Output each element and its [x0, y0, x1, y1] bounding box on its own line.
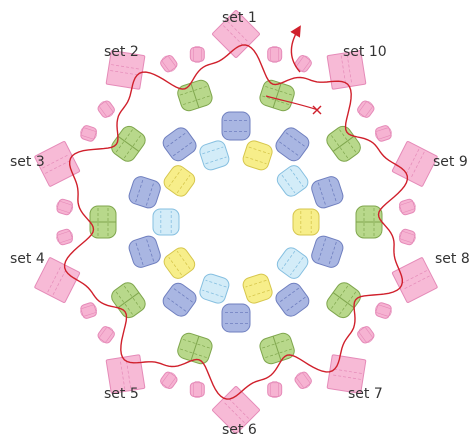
- yellow-cube-bead: [242, 273, 273, 304]
- pink-seed-bead: [294, 55, 312, 73]
- pink-seed-bead: [189, 381, 205, 398]
- green-two-hole-bead: [177, 332, 213, 365]
- beads-layer: [34, 10, 438, 434]
- blue-cube-bead: [221, 111, 251, 141]
- blue-cube-bead: [162, 127, 197, 162]
- set-label-6: set 6: [222, 422, 257, 438]
- pink-diamond-bead: [326, 50, 367, 90]
- green-two-hole-bead: [111, 282, 146, 319]
- green-two-hole-bead: [259, 79, 295, 112]
- pink-seed-bead: [189, 46, 205, 63]
- pink-seed-bead: [375, 125, 392, 142]
- green-two-hole-bead: [89, 205, 117, 239]
- light-blue-cube-bead: [199, 140, 230, 171]
- pink-seed-bead: [267, 381, 283, 398]
- light-blue-cube-bead: [199, 273, 230, 304]
- green-two-hole-bead: [326, 125, 361, 162]
- pink-diamond-bead: [391, 141, 438, 187]
- yellow-cube-bead: [163, 247, 196, 279]
- start-cross-mark: [312, 105, 322, 115]
- pink-seed-bead: [160, 371, 178, 389]
- yellow-cube-bead: [242, 140, 273, 171]
- thread-tail: [265, 95, 319, 111]
- yellow-cube-bead: [163, 165, 196, 197]
- green-two-hole-bead: [259, 332, 295, 365]
- pink-seed-bead: [357, 100, 375, 118]
- set-label-5: set 5: [104, 386, 139, 402]
- pink-seed-bead: [160, 55, 178, 73]
- pink-seed-bead: [398, 228, 416, 246]
- set-labels: set 1 set 2 set 3 set 4 set 5 set 6 set …: [10, 10, 470, 438]
- blue-cube-bead: [128, 235, 161, 268]
- green-two-hole-bead: [326, 282, 361, 319]
- blue-cube-bead: [128, 176, 161, 209]
- pink-seed-bead: [294, 371, 312, 389]
- pink-seed-bead: [56, 198, 74, 216]
- set-label-3: set 3: [10, 154, 45, 170]
- set-label-9: set 9: [433, 154, 468, 170]
- thread-layer: [63, 25, 409, 400]
- blue-cube-bead: [275, 127, 310, 162]
- pink-seed-bead: [56, 228, 74, 246]
- set-label-8: set 8: [435, 251, 470, 267]
- pink-seed-bead: [97, 100, 115, 118]
- pink-seed-bead: [267, 46, 283, 63]
- blue-cube-bead: [275, 282, 310, 317]
- thread-path: [63, 44, 409, 400]
- set-label-10: set 10: [343, 44, 387, 60]
- blue-cube-bead: [162, 282, 197, 317]
- pink-seed-bead: [357, 326, 375, 344]
- pink-seed-bead: [80, 125, 97, 142]
- set-label-2: set 2: [104, 44, 139, 60]
- green-two-hole-bead: [111, 125, 146, 162]
- set-label-4: set 4: [10, 251, 45, 267]
- green-two-hole-bead: [177, 79, 213, 112]
- green-two-hole-bead: [355, 205, 383, 239]
- blue-cube-bead: [311, 235, 344, 268]
- set-label-7: set 7: [348, 386, 383, 402]
- pink-diamond-bead: [34, 141, 81, 187]
- blue-cube-bead: [221, 303, 251, 333]
- pink-seed-bead: [80, 302, 97, 319]
- pink-seed-bead: [398, 198, 416, 216]
- yellow-cube-bead: [292, 208, 320, 236]
- thread-arrow: [290, 25, 301, 73]
- pink-seed-bead: [375, 302, 392, 319]
- pink-diamond-bead: [391, 257, 438, 303]
- light-blue-cube-bead: [276, 247, 309, 279]
- set-label-1: set 1: [222, 10, 257, 26]
- light-blue-cube-bead: [152, 208, 180, 236]
- light-blue-cube-bead: [276, 165, 309, 197]
- blue-cube-bead: [311, 176, 344, 209]
- pink-seed-bead: [97, 326, 115, 344]
